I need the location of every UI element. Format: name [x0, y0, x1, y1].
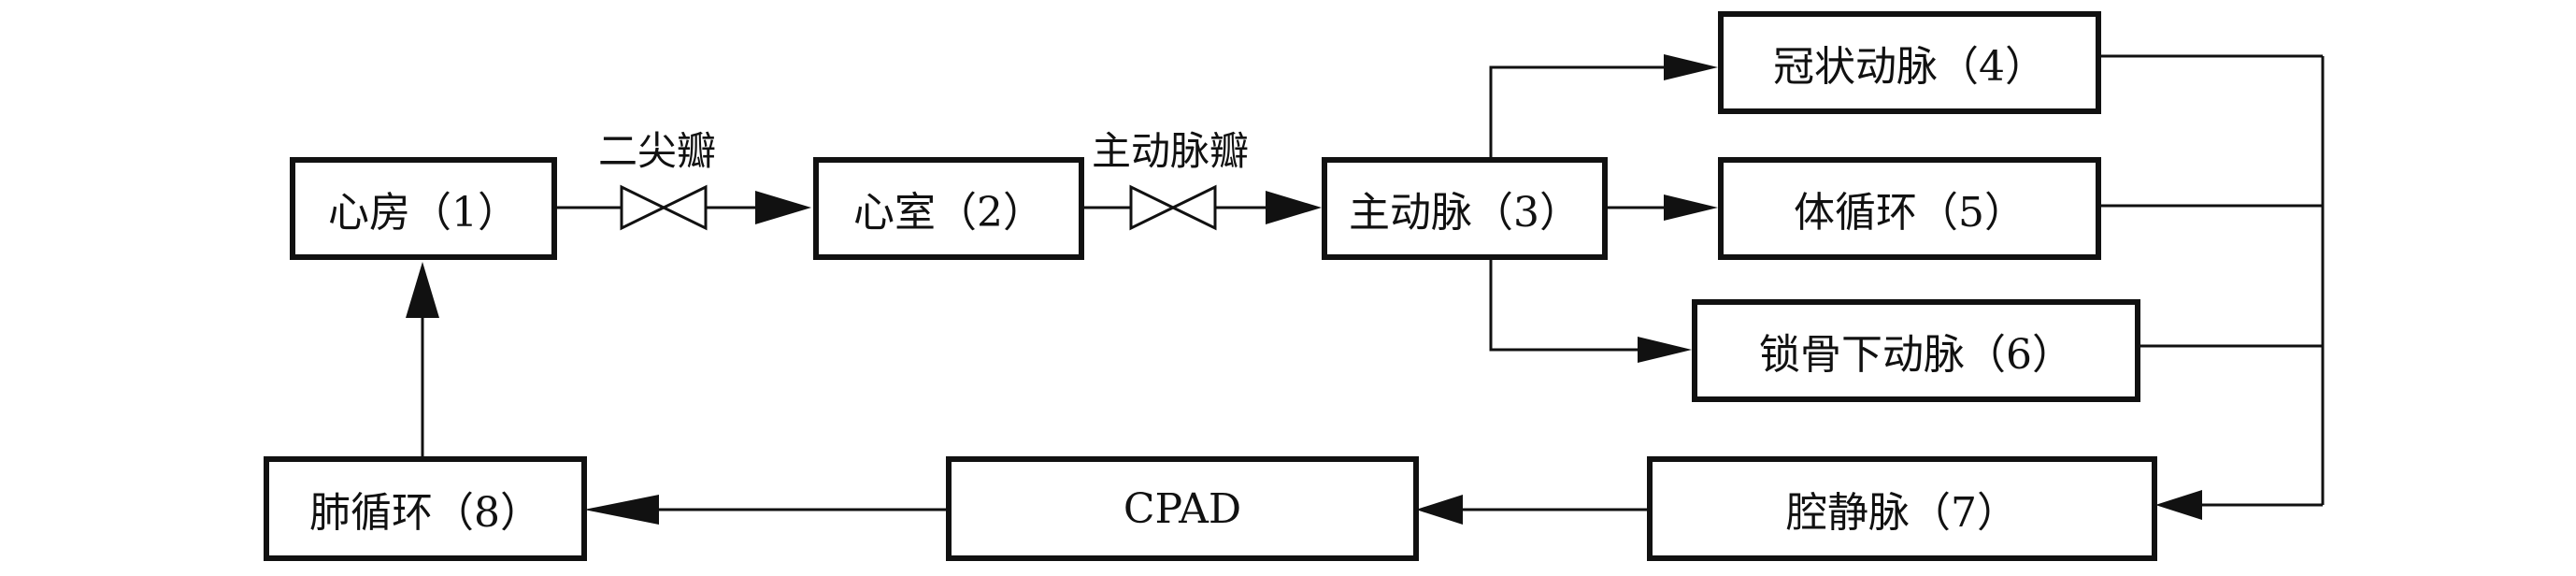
aorta-box: 主动脉（3） — [1322, 157, 1608, 260]
arrowhead-to-coronary — [1664, 54, 1718, 80]
vena-cava-label: 腔静脉（7） — [1786, 489, 2018, 537]
aortic-valve-label: 主动脉瓣 — [1092, 128, 1250, 174]
connector-aorta-coronary — [1489, 65, 1666, 159]
connector-aorta-subclavian — [1489, 257, 1638, 352]
coronary-artery-box: 冠状动脉（4） — [1718, 11, 2101, 114]
vena-cava-box: 腔静脉（7） — [1647, 456, 2157, 561]
aortic-valve-icon — [1129, 184, 1217, 231]
arrowhead-to-ventricle — [755, 191, 811, 224]
arrowhead-to-atrium — [406, 262, 439, 318]
arrowhead-to-systemic — [1664, 194, 1718, 221]
pulmonary-circulation-box: 肺循环（8） — [264, 456, 587, 561]
arrowhead-to-venacava — [2155, 490, 2202, 520]
mitral-valve-icon — [620, 184, 708, 231]
coronary-artery-label: 冠状动脉（4） — [1773, 43, 2046, 91]
pulmonary-circulation-label: 肺循环（8） — [309, 489, 541, 537]
mitral-valve-label: 二尖瓣 — [598, 128, 717, 174]
systemic-circulation-box: 体循环（5） — [1718, 157, 2101, 260]
subclavian-artery-label: 锁骨下动脉（6） — [1759, 331, 2073, 379]
ventricle-box: 心室（2） — [813, 157, 1084, 260]
arrowhead-to-pulmonary — [584, 495, 659, 525]
subclavian-artery-box: 锁骨下动脉（6） — [1692, 299, 2140, 402]
atrium-box: 心房（1） — [290, 157, 557, 260]
arrowhead-to-subclavian — [1638, 337, 1692, 363]
arrowhead-to-cpad — [1416, 495, 1463, 525]
ventricle-label: 心室（2） — [853, 189, 1044, 237]
aorta-label: 主动脉（3） — [1349, 189, 1581, 237]
atrium-label: 心房（1） — [328, 189, 519, 237]
cpad-label: CPAD — [1123, 484, 1242, 533]
cpad-box: CPAD — [946, 456, 1419, 561]
systemic-circulation-label: 体循环（5） — [1794, 189, 2025, 237]
arrowhead-to-aorta — [1266, 191, 1322, 224]
